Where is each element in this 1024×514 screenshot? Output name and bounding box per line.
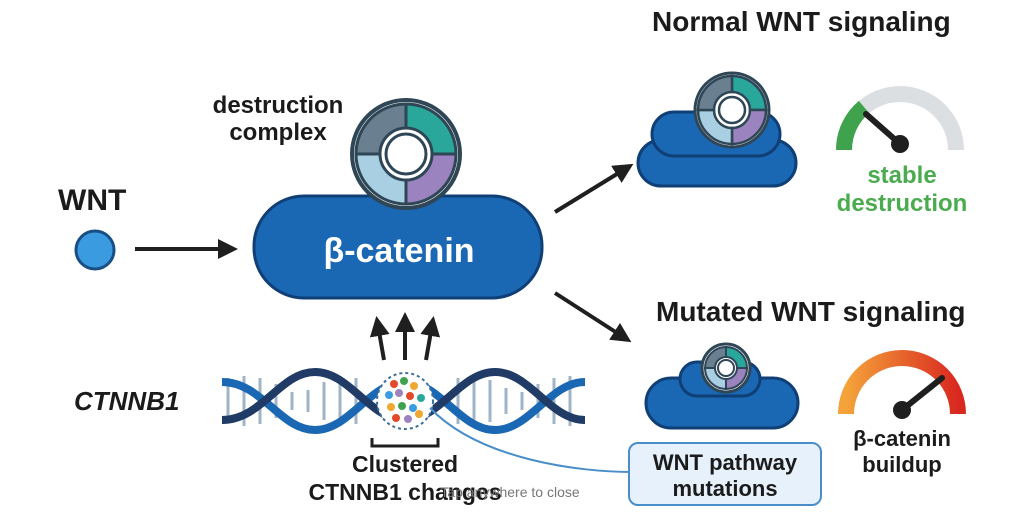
destruction-label-line1: destruction <box>212 92 344 119</box>
beta-catenin-label: β-catenin <box>323 232 475 270</box>
callout-pointer <box>429 407 633 473</box>
buildup-label-line1: β-catenin <box>853 426 951 451</box>
mutated-signaling-title: Mutated WNT signaling <box>656 296 966 327</box>
ring-complex-icon <box>350 98 462 210</box>
normal-complex-icon <box>693 71 771 149</box>
mutated-complex-icon <box>700 342 752 394</box>
clustered-label-line2: CTNNB1 changes <box>308 479 502 505</box>
mutation-dots <box>385 377 425 423</box>
normal-gauge <box>835 86 964 153</box>
dna-helix-icon <box>221 367 586 435</box>
stable-label-line1: stable <box>867 162 937 189</box>
buildup-label: β-catenin buildup <box>836 426 968 478</box>
buildup-label-line2: buildup <box>862 452 942 477</box>
callout-line1: WNT pathway <box>652 450 798 475</box>
pathway-mutations-callout: WNT pathway mutations <box>628 442 822 506</box>
stable-label-line2: destruction <box>836 190 968 217</box>
arrow-up-right <box>420 316 441 361</box>
cluster-bracket <box>370 438 440 448</box>
mutated-gauge <box>838 350 966 419</box>
normal-signaling-title: Normal WNT signaling <box>652 6 951 37</box>
destruction-label-line2: complex <box>229 119 327 146</box>
arrow-to-mutated <box>553 291 632 343</box>
callout-line2: mutations <box>672 476 778 501</box>
arrow-to-normal <box>553 163 634 214</box>
ctnnb1-label: CTNNB1 <box>74 386 180 416</box>
destruction-complex-label: destruction complex <box>198 92 358 146</box>
clustered-label-line1: Clustered <box>351 451 459 477</box>
stable-destruction-label: stable destruction <box>822 162 982 218</box>
wnt-label: WNT <box>58 184 127 217</box>
dismiss-hint[interactable]: Tap anywhere to close <box>440 484 580 500</box>
clustered-changes-label: Clustered CTNNB1 changes <box>290 450 520 506</box>
wnt-ligand-icon <box>74 229 116 271</box>
arrow-up-left <box>369 316 390 361</box>
